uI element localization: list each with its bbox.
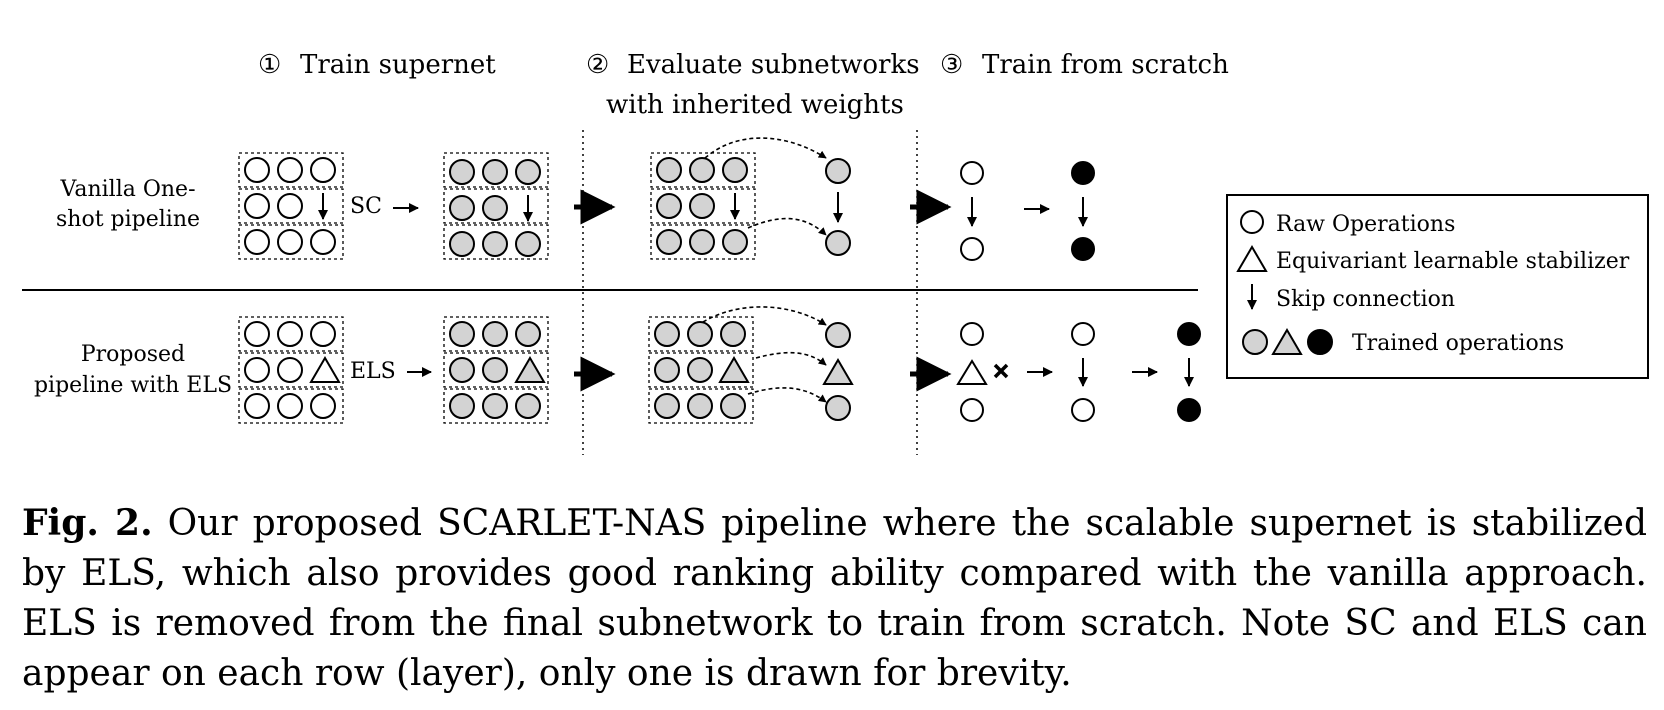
vanilla-final-raw bbox=[960, 161, 984, 261]
proposed-label-line1: Proposed bbox=[81, 342, 185, 367]
trained-gray-icon bbox=[1242, 329, 1268, 355]
trained-black-icon bbox=[1307, 329, 1333, 355]
inherit-arrow bbox=[702, 306, 827, 326]
proposed-final-trained bbox=[1177, 322, 1201, 422]
inherit-arrow bbox=[747, 387, 827, 403]
step2-subtitle: with inherited weights bbox=[606, 90, 904, 120]
proposed-stabilizer-label: ELS bbox=[350, 359, 396, 384]
pipeline-diagram: ① Train supernet ② Evaluate subnetworks … bbox=[22, 50, 1649, 455]
proposed-final-raw bbox=[1071, 322, 1095, 422]
vanilla-label-line1: Vanilla One- bbox=[59, 177, 195, 202]
inherit-arrow bbox=[755, 351, 827, 366]
vanilla-label-line2: shot pipeline bbox=[56, 207, 200, 232]
step2-number: ② bbox=[586, 50, 609, 80]
caption-fig-label: Fig. 2. bbox=[22, 502, 153, 544]
vanilla-raw-supernet bbox=[244, 157, 336, 255]
vanilla-eval-supernet bbox=[656, 157, 748, 255]
figure-caption: Fig. 2. Our proposed SCARLET-NAS pipelin… bbox=[22, 498, 1647, 699]
proposed-final-with-els bbox=[956, 322, 988, 422]
inherit-arrow bbox=[747, 217, 827, 236]
layer-boxes bbox=[238, 152, 756, 424]
remove-cross-icon bbox=[993, 363, 1009, 379]
proposed-label-line2: pipeline with ELS bbox=[34, 373, 232, 398]
proposed-eval-supernet bbox=[654, 321, 750, 419]
step1-title: Train supernet bbox=[300, 50, 496, 80]
proposed-raw-supernet bbox=[244, 321, 341, 419]
trained-triangle-icon bbox=[1271, 328, 1303, 355]
vanilla-final-trained bbox=[1071, 161, 1095, 261]
vanilla-stabilizer-label: SC bbox=[350, 194, 382, 219]
els-triangle-icon bbox=[1236, 245, 1268, 272]
vanilla-subnetwork bbox=[825, 158, 851, 256]
step3-number: ③ bbox=[940, 50, 963, 80]
step2-title: Evaluate subnetworks bbox=[627, 50, 920, 80]
step3-title: Train from scratch bbox=[982, 50, 1229, 80]
vanilla-trained-supernet bbox=[449, 159, 541, 257]
legend-skip-label: Skip connection bbox=[1276, 287, 1455, 312]
legend-els-label: Equivariant learnable stabilizer bbox=[1276, 249, 1630, 274]
inherit-arrow bbox=[704, 137, 827, 159]
step1-number: ① bbox=[258, 50, 281, 80]
caption-text: Our proposed SCARLET-NAS pipeline where … bbox=[22, 503, 1648, 694]
legend-trained-label: Trained operations bbox=[1352, 331, 1564, 356]
proposed-trained-supernet bbox=[449, 321, 546, 419]
raw-operation-icon bbox=[1240, 210, 1264, 234]
proposed-subnetwork bbox=[822, 322, 854, 421]
legend-raw-label: Raw Operations bbox=[1276, 212, 1455, 237]
